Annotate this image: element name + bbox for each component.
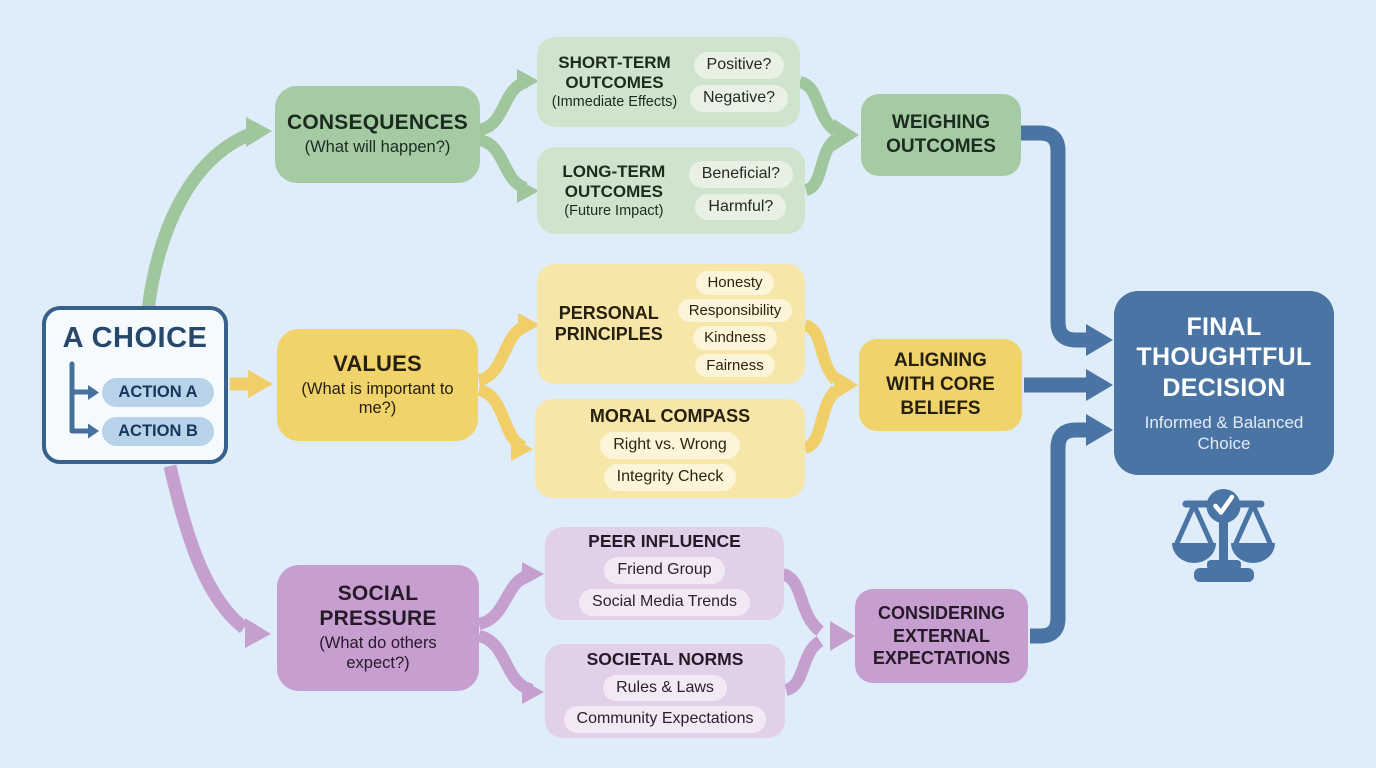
values-title: VALUES bbox=[333, 350, 422, 376]
node-weighing-outcomes: WEIGHING OUTCOMES bbox=[861, 94, 1021, 176]
final-decision-title: FINAL THOUGHTFUL DECISION bbox=[1136, 312, 1312, 402]
arrow-social-split bbox=[477, 562, 544, 704]
node-short-term-outcomes: SHORT-TERM OUTCOMES (Immediate Effects) … bbox=[537, 37, 800, 127]
arrow-to-aligning-beliefs bbox=[802, 319, 858, 454]
arrow-to-considering-expectations bbox=[780, 568, 855, 696]
consequences-question: (What will happen?) bbox=[304, 138, 451, 157]
tag-friend-group: Friend Group bbox=[604, 557, 725, 584]
balance-scale-check-icon bbox=[1172, 489, 1275, 582]
personal-principles-title: PERSONAL PRINCIPLES bbox=[554, 302, 663, 344]
arrow-weighing-to-final bbox=[1021, 125, 1113, 356]
arrow-considering-to-final bbox=[1030, 414, 1113, 644]
arrow-choice-to-consequences bbox=[141, 117, 272, 311]
node-consequences: CONSEQUENCES (What will happen?) bbox=[275, 86, 480, 183]
tag-integrity-check: Integrity Check bbox=[603, 464, 737, 491]
arrow-consequences-split bbox=[477, 69, 539, 203]
short-term-title: SHORT-TERM OUTCOMES bbox=[558, 53, 671, 93]
tag-negative: Negative? bbox=[689, 85, 788, 112]
node-aligning-beliefs: ALIGNING WITH CORE BELIEFS bbox=[859, 339, 1022, 431]
aligning-beliefs-title: ALIGNING WITH CORE BELIEFS bbox=[886, 350, 995, 419]
node-long-term-outcomes: LONG-TERM OUTCOMES (Future Impact) Benef… bbox=[537, 147, 805, 234]
arrow-choice-to-social-pressure bbox=[163, 464, 271, 648]
tag-honesty: Honesty bbox=[696, 271, 774, 295]
node-final-decision: FINAL THOUGHTFUL DECISION Informed & Bal… bbox=[1114, 291, 1334, 475]
consequences-title: CONSEQUENCES bbox=[287, 110, 468, 134]
arrow-aligning-to-final bbox=[1024, 369, 1113, 401]
societal-norms-title: SOCIETAL NORMS bbox=[586, 648, 744, 669]
long-term-title: LONG-TERM OUTCOMES bbox=[562, 161, 666, 201]
tag-positive: Positive? bbox=[693, 52, 785, 79]
node-considering-expectations: CONSIDERING EXTERNAL EXPECTATIONS bbox=[855, 589, 1028, 683]
arrow-values-split bbox=[477, 313, 540, 461]
peer-influence-title: PEER INFLUENCE bbox=[588, 531, 741, 552]
tag-fairness: Fairness bbox=[695, 353, 775, 377]
tag-community-expectations: Community Expectations bbox=[563, 706, 767, 734]
considering-expectations-title: CONSIDERING EXTERNAL EXPECTATIONS bbox=[872, 603, 1011, 669]
social-pressure-question: (What do others expect?) bbox=[319, 634, 437, 673]
arrow-choice-to-values bbox=[230, 370, 273, 398]
choice-branch-bracket-icon bbox=[69, 361, 99, 439]
tag-kindness: Kindness bbox=[693, 326, 777, 350]
choice-title: A CHOICE bbox=[62, 322, 208, 354]
node-a-choice: A CHOICE ACTION A ACTION B bbox=[42, 306, 228, 464]
tag-beneficial: Beneficial? bbox=[688, 160, 793, 188]
short-term-note: (Immediate Effects) bbox=[551, 94, 678, 111]
values-question: (What is important to me?) bbox=[301, 379, 454, 418]
weighing-outcomes-title: WEIGHING OUTCOMES bbox=[886, 112, 996, 157]
node-peer-influence: PEER INFLUENCE Friend Group Social Media… bbox=[545, 527, 784, 620]
final-decision-subtitle: Informed & Balanced Choice bbox=[1144, 413, 1304, 454]
tag-social-media-trends: Social Media Trends bbox=[579, 588, 750, 616]
node-moral-compass: MORAL COMPASS Right vs. Wrong Integrity … bbox=[535, 399, 805, 498]
node-personal-principles: PERSONAL PRINCIPLES Honesty Responsibili… bbox=[537, 264, 805, 384]
node-social-pressure: SOCIAL PRESSURE (What do others expect?) bbox=[277, 565, 479, 691]
tag-harmful: Harmful? bbox=[695, 193, 787, 221]
moral-compass-title: MORAL COMPASS bbox=[589, 406, 751, 427]
node-values: VALUES (What is important to me?) bbox=[277, 329, 478, 441]
tag-responsibility: Responsibility bbox=[677, 298, 793, 322]
node-societal-norms: SOCIETAL NORMS Rules & Laws Community Ex… bbox=[545, 644, 785, 738]
tag-rules-laws: Rules & Laws bbox=[603, 674, 727, 702]
social-pressure-title: SOCIAL PRESSURE bbox=[319, 581, 437, 630]
long-term-note: (Future Impact) bbox=[564, 202, 664, 219]
action-a-pill: ACTION A bbox=[102, 378, 214, 407]
action-b-pill: ACTION B bbox=[102, 417, 214, 446]
arrow-to-weighing-outcomes bbox=[797, 76, 859, 196]
tag-right-vs-wrong: Right vs. Wrong bbox=[600, 432, 740, 460]
